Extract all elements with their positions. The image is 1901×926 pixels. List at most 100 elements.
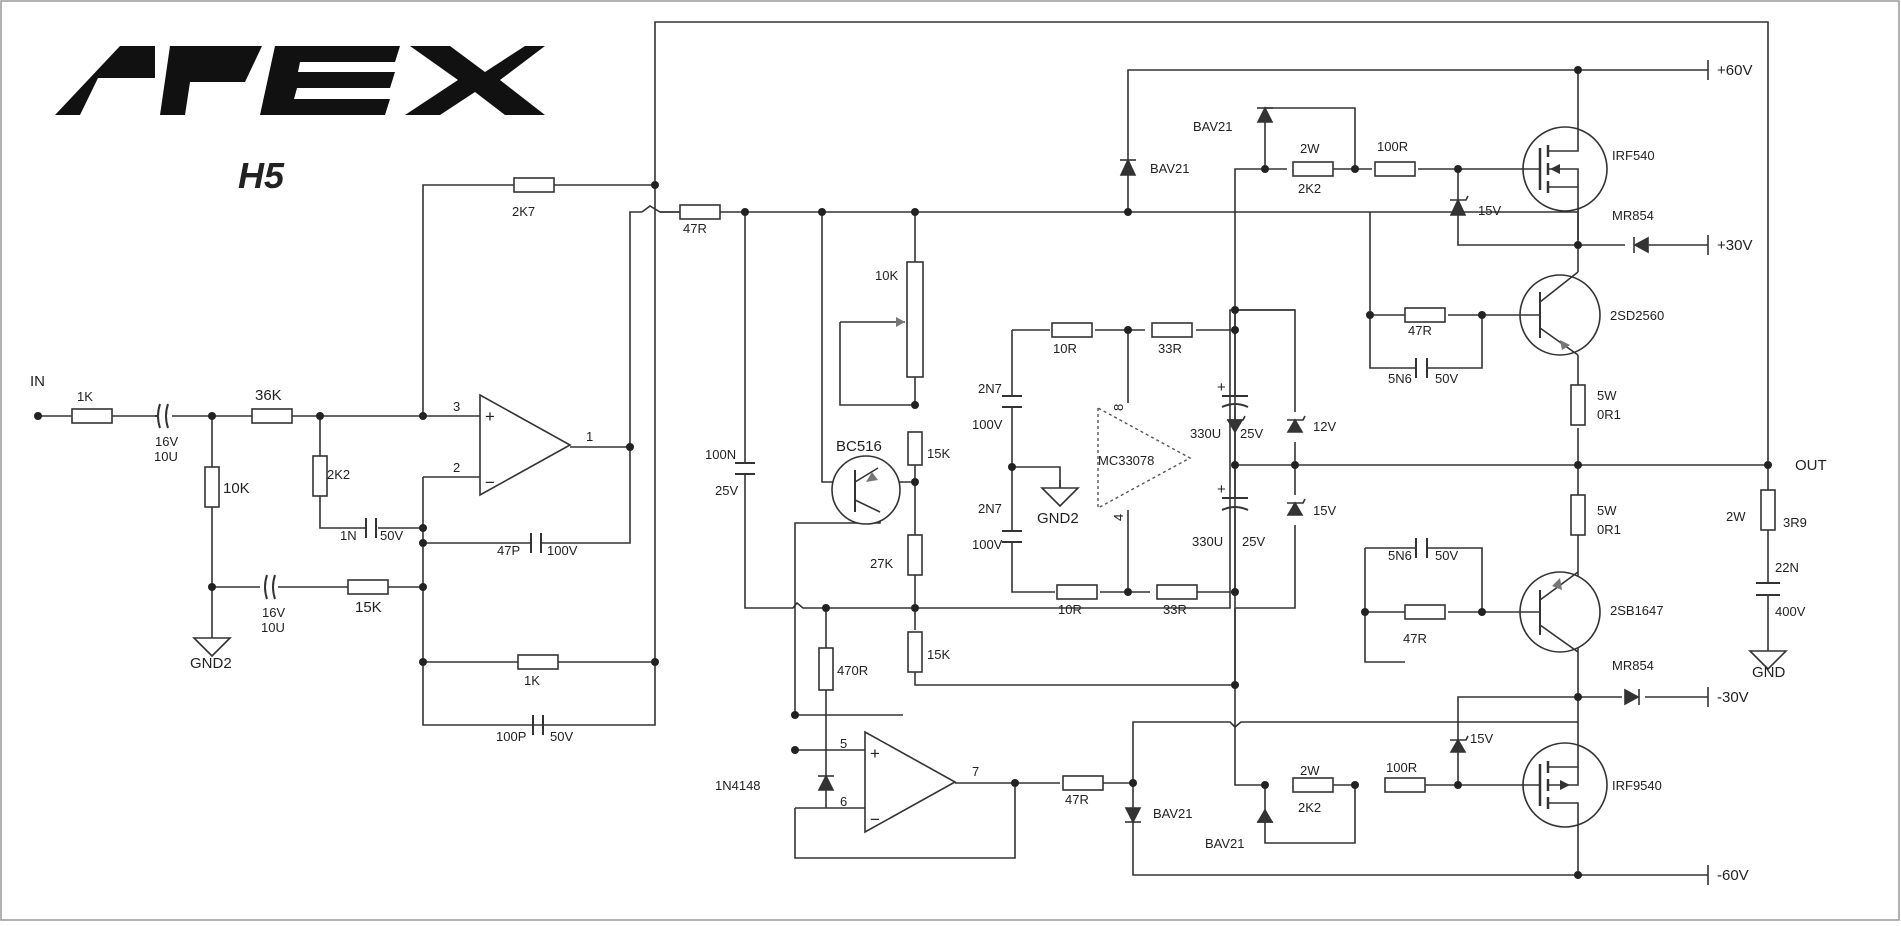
svg-text:47R: 47R: [1403, 631, 1427, 646]
svg-text:100R: 100R: [1377, 139, 1408, 154]
capacitors: [155, 358, 1780, 735]
svg-text:6: 6: [840, 794, 847, 809]
resistors: [71, 161, 1776, 793]
svg-text:BAV21: BAV21: [1205, 836, 1245, 851]
svg-text:2N7: 2N7: [978, 381, 1002, 396]
transistor-bc516: [831, 455, 901, 525]
svg-text:2K2: 2K2: [1298, 181, 1321, 196]
svg-text:2: 2: [453, 460, 460, 475]
svg-text:+: +: [1217, 481, 1226, 498]
rail-minus60: -60V: [1717, 867, 1749, 884]
svg-text:+: +: [1217, 379, 1226, 396]
svg-text:+: +: [485, 407, 495, 426]
svg-text:47P: 47P: [497, 543, 520, 558]
svg-text:10R: 10R: [1053, 341, 1077, 356]
svg-text:2W: 2W: [1300, 763, 1320, 778]
svg-text:25V: 25V: [715, 483, 738, 498]
svg-text:10U: 10U: [154, 449, 178, 464]
svg-text:12V: 12V: [1313, 419, 1336, 434]
junction-dots: [34, 66, 1772, 879]
svg-text:MR854: MR854: [1612, 208, 1654, 223]
svg-text:50V: 50V: [1435, 371, 1458, 386]
svg-text:100V: 100V: [547, 543, 578, 558]
opamp-mc33078: [1097, 406, 1192, 510]
svg-text:33R: 33R: [1163, 602, 1187, 617]
svg-text:25V: 25V: [1240, 426, 1263, 441]
svg-text:2K2: 2K2: [327, 467, 350, 482]
svg-text:27K: 27K: [870, 556, 893, 571]
svg-text:15K: 15K: [927, 647, 950, 662]
svg-text:2W: 2W: [1300, 141, 1320, 156]
svg-text:47R: 47R: [1408, 323, 1432, 338]
logo-text: APEX: [295, 88, 298, 91]
transistor-2sb1647: [1519, 571, 1601, 653]
svg-text:−: −: [870, 810, 880, 829]
svg-text:MR854: MR854: [1612, 658, 1654, 673]
svg-text:330U: 330U: [1192, 534, 1223, 549]
svg-text:4: 4: [1111, 514, 1126, 521]
svg-text:8: 8: [1111, 404, 1126, 411]
svg-text:36K: 36K: [255, 387, 282, 404]
svg-text:100V: 100V: [972, 537, 1003, 552]
mosfet-irf540: [1480, 126, 1608, 212]
svg-text:5W: 5W: [1597, 388, 1617, 403]
svg-text:2SB1647: 2SB1647: [1610, 603, 1664, 618]
output-label: OUT: [1795, 457, 1827, 474]
apex-logo: APEX: [55, 46, 545, 115]
svg-text:100P: 100P: [496, 729, 526, 744]
svg-text:5N6: 5N6: [1388, 371, 1412, 386]
svg-text:33R: 33R: [1158, 341, 1182, 356]
svg-text:15K: 15K: [355, 599, 382, 616]
svg-text:IRF9540: IRF9540: [1612, 778, 1662, 793]
svg-text:16V: 16V: [155, 434, 178, 449]
svg-text:400V: 400V: [1775, 604, 1806, 619]
svg-text:5N6: 5N6: [1388, 548, 1412, 563]
labels: IN OUT +60V +30V -30V -60V GND2 GND2 GND…: [30, 62, 1827, 884]
svg-text:15V: 15V: [1470, 731, 1493, 746]
transistor-2sd2560: [1519, 271, 1601, 356]
mosfet-irf9540: [1460, 742, 1608, 828]
svg-text:BAV21: BAV21: [1153, 806, 1193, 821]
svg-text:+: +: [870, 744, 880, 763]
svg-text:2K2: 2K2: [1298, 800, 1321, 815]
svg-text:15V: 15V: [1313, 503, 1336, 518]
svg-text:15K: 15K: [927, 446, 950, 461]
model-title: H5: [238, 155, 285, 196]
opamp-servo: + −: [864, 730, 957, 834]
svg-text:25V: 25V: [1242, 534, 1265, 549]
svg-text:1N: 1N: [340, 528, 357, 543]
svg-text:5W: 5W: [1597, 503, 1617, 518]
svg-text:2W: 2W: [1726, 509, 1746, 524]
svg-text:BAV21: BAV21: [1193, 119, 1233, 134]
svg-text:47R: 47R: [683, 221, 707, 236]
input-label: IN: [30, 373, 45, 390]
svg-text:GND2: GND2: [1037, 510, 1079, 527]
svg-text:10K: 10K: [223, 480, 250, 497]
svg-text:330U: 330U: [1190, 426, 1221, 441]
svg-text:BC516: BC516: [836, 438, 882, 455]
svg-text:MC33078: MC33078: [1098, 453, 1154, 468]
svg-text:IRF540: IRF540: [1612, 148, 1655, 163]
svg-text:50V: 50V: [380, 528, 403, 543]
svg-text:2SD2560: 2SD2560: [1610, 308, 1664, 323]
rail-plus60: +60V: [1717, 62, 1752, 79]
svg-text:2N7: 2N7: [978, 501, 1002, 516]
svg-text:47R: 47R: [1065, 792, 1089, 807]
opamp-input: + −: [479, 393, 572, 497]
cap-polarity: ++: [1217, 379, 1226, 498]
wires: [38, 21, 1769, 876]
svg-text:GND: GND: [1752, 664, 1786, 681]
svg-text:50V: 50V: [550, 729, 573, 744]
svg-text:1K: 1K: [524, 673, 540, 688]
svg-text:3: 3: [453, 399, 460, 414]
svg-text:GND2: GND2: [190, 655, 232, 672]
svg-text:7: 7: [972, 764, 979, 779]
svg-text:100N: 100N: [705, 447, 736, 462]
svg-text:50V: 50V: [1435, 548, 1458, 563]
svg-text:100R: 100R: [1386, 760, 1417, 775]
svg-text:10K: 10K: [875, 268, 898, 283]
diodes: [817, 106, 1649, 824]
svg-text:22N: 22N: [1775, 560, 1799, 575]
